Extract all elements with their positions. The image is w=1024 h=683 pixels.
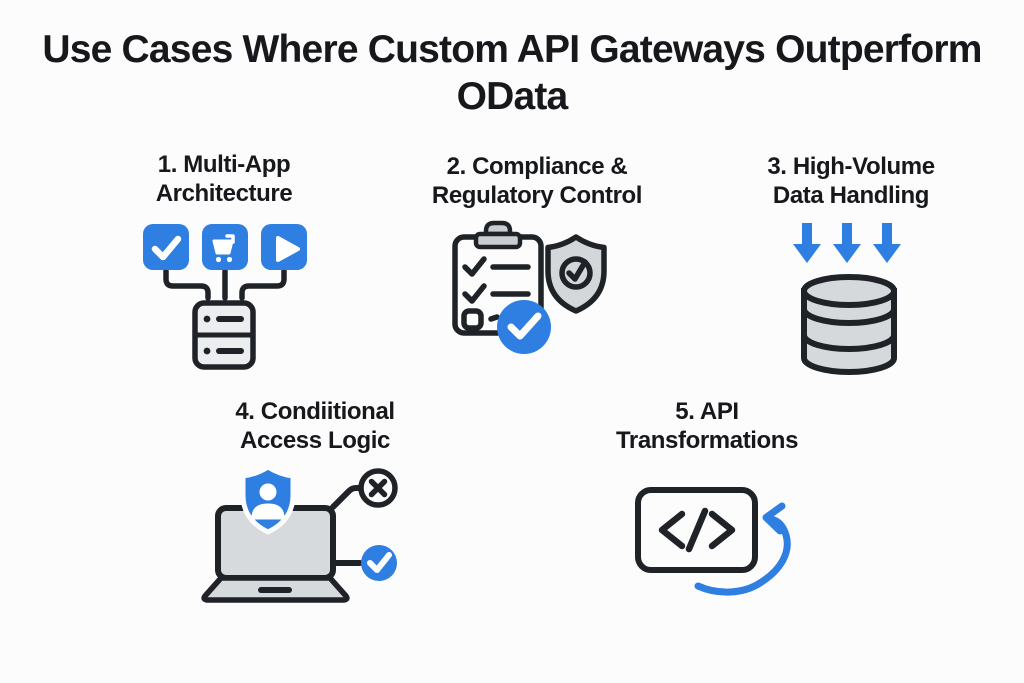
diagram-title: Use Cases Where Custom API Gateways Outp… bbox=[0, 26, 1024, 120]
play-icon bbox=[276, 236, 300, 262]
database-icon bbox=[801, 274, 897, 375]
server-icon bbox=[192, 300, 256, 370]
checkmark-icon bbox=[151, 235, 182, 261]
item-5-heading-line-1: 5. API bbox=[675, 398, 739, 425]
item-4-heading: 4. Condiitional Access Logic bbox=[235, 397, 395, 455]
item-5-heading: 5. API Transformations bbox=[616, 397, 798, 455]
down-arrows-icon bbox=[793, 223, 901, 263]
item-4-heading-line-1: 4. Condiitional bbox=[235, 398, 395, 425]
item-1-heading-line-1: 1. Multi-App bbox=[157, 151, 291, 178]
down-arrows-into-database-icon bbox=[793, 223, 901, 375]
checklist-clipboard-shield-check-icon bbox=[452, 220, 607, 354]
verified-shield-icon bbox=[545, 234, 607, 314]
item-5-heading-line-2: Transformations bbox=[615, 427, 799, 454]
item-4-heading-line-2: Access Logic bbox=[240, 427, 390, 454]
item-2-heading-line-1: 2. Compliance & bbox=[446, 153, 628, 180]
allow-check-badge-icon bbox=[361, 545, 397, 581]
laptop-user-shield-allow-deny-icon bbox=[201, 464, 398, 603]
loop-arrow-icon bbox=[694, 502, 791, 596]
shopping-cart-icon bbox=[212, 234, 235, 263]
app-tiles-connected-to-server-icon bbox=[143, 224, 307, 370]
check-app-tile bbox=[143, 224, 189, 270]
code-block-icon bbox=[635, 487, 758, 573]
item-3-heading-line-1: 3. High-Volume bbox=[767, 153, 935, 180]
deny-x-badge-icon bbox=[358, 468, 398, 508]
title-line-1: Use Cases Where Custom API Gateways bbox=[42, 28, 766, 71]
item-1-heading: 1. Multi-App Architecture bbox=[156, 150, 293, 208]
title-line-2: Outperform OData bbox=[456, 28, 983, 118]
item-2-heading-line-2: Regulatory Control bbox=[431, 182, 643, 209]
item-3-heading-line-2: Data Handling bbox=[772, 182, 930, 209]
item-3-heading: 3. High-Volume Data Handling bbox=[767, 152, 935, 210]
code-block-transform-loop-icon bbox=[635, 487, 791, 596]
item-2-heading: 2. Compliance & Regulatory Control bbox=[431, 152, 643, 210]
item-1-heading-line-2: Architecture bbox=[155, 180, 293, 207]
user-shield-icon bbox=[240, 464, 296, 535]
approved-check-badge-icon bbox=[497, 300, 551, 354]
